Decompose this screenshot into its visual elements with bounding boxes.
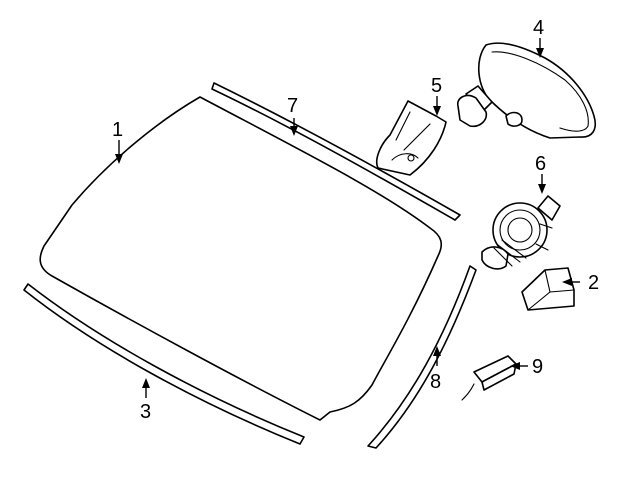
upper-molding-strip [211,82,461,221]
callout-7: 7 [287,95,298,117]
callout-2: 2 [588,272,599,294]
leader-lines [115,38,580,398]
side-molding-strip [367,265,477,449]
callout-3: 3 [140,401,151,423]
callout-8: 8 [430,371,441,393]
rearview-mirror [456,42,596,139]
mirror-cover [375,100,447,176]
rain-sensor [481,195,561,270]
callout-9: 9 [532,356,543,378]
callout-5: 5 [431,75,442,97]
sensor-cover [521,267,575,311]
callout-1: 1 [112,119,123,141]
callout-6: 6 [535,153,546,175]
bracket-module [461,355,517,401]
windshield-glass [39,96,443,421]
lower-molding-strip [23,283,305,445]
callout-4: 4 [533,17,544,39]
